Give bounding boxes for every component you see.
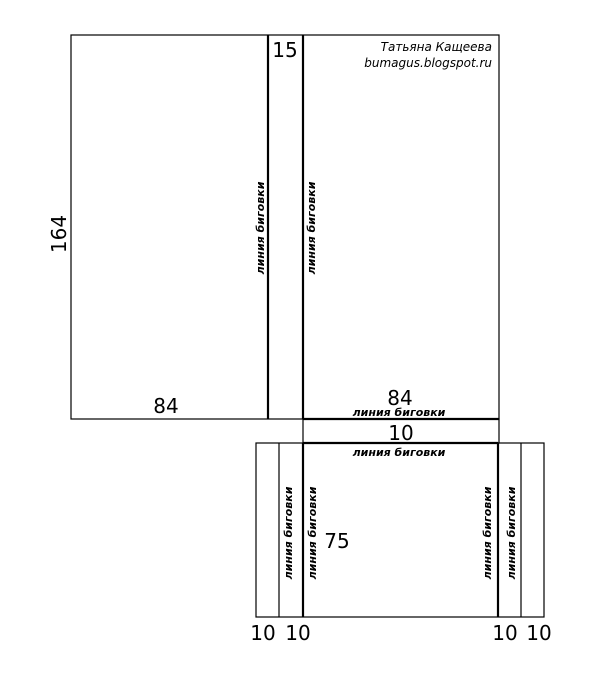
fold-label-bottom-3: линия биговки bbox=[481, 486, 494, 579]
dim-flap-top: 10 bbox=[388, 421, 413, 445]
dim-spine: 15 bbox=[272, 38, 297, 62]
fold-label-top-flap: линия биговки bbox=[353, 406, 446, 419]
bottom-outline bbox=[255, 442, 545, 618]
top-outline bbox=[70, 34, 500, 420]
fold-label-bottom-1: линия биговки bbox=[282, 486, 295, 579]
dim-flap-1: 10 bbox=[250, 621, 275, 645]
fold-label-bottom-4: линия биговки bbox=[505, 486, 518, 579]
fold-label-left-spine: линия биговки bbox=[254, 181, 267, 274]
fold-label-right-spine: линия биговки bbox=[305, 181, 318, 274]
dim-bottom-height: 75 bbox=[324, 529, 349, 553]
credit-author: Татьяна Кащеева bbox=[381, 40, 492, 54]
dim-height-top: 164 bbox=[47, 215, 71, 253]
fold-label-bottom-2: линия биговки bbox=[306, 486, 319, 579]
dim-flap-3: 10 bbox=[492, 621, 517, 645]
credit-site: bumagus.blogspot.ru bbox=[364, 56, 492, 70]
fold-label-bottom-top: линия биговки bbox=[353, 446, 446, 459]
dim-flap-4: 10 bbox=[526, 621, 551, 645]
dim-width-right: 84 bbox=[387, 386, 412, 410]
dim-width-left: 84 bbox=[153, 394, 178, 418]
dim-flap-2: 10 bbox=[285, 621, 310, 645]
